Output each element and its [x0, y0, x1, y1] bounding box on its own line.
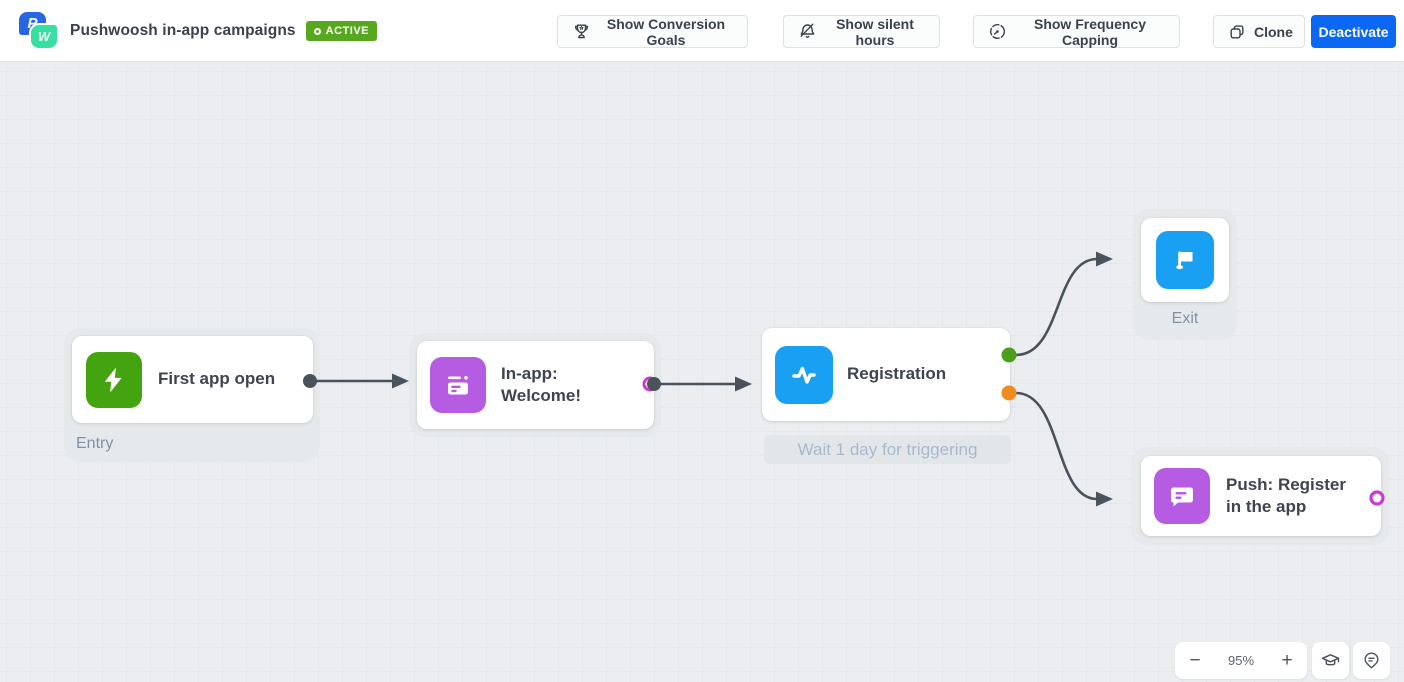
status-badge: ACTIVE — [305, 21, 377, 41]
connector-registration-to-push — [1015, 391, 1098, 501]
status-dot-icon — [313, 27, 321, 35]
exit-node-caption: Exit — [1171, 310, 1199, 327]
lightning-icon — [86, 351, 142, 408]
registration-wait-note: Wait 1 day for triggering — [764, 435, 1011, 464]
logo-bubble-w: W — [31, 25, 57, 48]
pushwoosh-logo-icon: P W — [18, 10, 60, 52]
feedback-button[interactable] — [1353, 642, 1390, 679]
chat-icon — [1154, 468, 1210, 524]
inapp-node-title: In-app: Welcome! — [501, 363, 581, 405]
show-silent-hours-label: Show silent hours — [836, 15, 914, 48]
arrowhead-icon — [735, 376, 752, 392]
status-badge-label: ACTIVE — [325, 25, 369, 37]
exit-node-card[interactable] — [1141, 218, 1229, 302]
entry-node[interactable]: First app open Entry — [64, 328, 320, 462]
flag-icon — [1156, 231, 1214, 289]
clone-icon — [1230, 24, 1244, 39]
show-conversion-goals-label: Show Conversion Goals — [606, 15, 726, 48]
graduation-cap-icon — [1321, 654, 1340, 666]
journey-canvas[interactable]: First app open Entry In-app: Welcome! — [0, 62, 1404, 682]
exit-node[interactable]: Exit — [1133, 209, 1237, 340]
inapp-message-icon — [430, 357, 486, 413]
arrowhead-icon — [392, 373, 409, 389]
tutorial-button[interactable] — [1312, 642, 1349, 679]
push-node-card[interactable]: Push: Register in the app — [1141, 456, 1381, 536]
brand: P W Pushwoosh in-app campaigns ACTIVE — [18, 10, 377, 52]
zoom-in-button[interactable]: + — [1273, 647, 1301, 675]
zoom-level: 95% — [1227, 653, 1255, 668]
show-conversion-goals-button[interactable]: Show Conversion Goals — [557, 15, 748, 48]
deactivate-label: Deactivate — [1318, 23, 1389, 40]
inapp-node[interactable]: In-app: Welcome! — [409, 333, 661, 437]
pulse-icon — [775, 345, 833, 404]
zoom-controls: − 95% + — [1175, 642, 1307, 679]
connector-registration-to-exit — [1015, 257, 1098, 357]
show-frequency-capping-button[interactable]: Show Frequency Capping — [973, 15, 1180, 48]
feedback-pin-icon — [1364, 652, 1379, 669]
arrowhead-icon — [1096, 491, 1113, 507]
gauge-icon — [989, 23, 1006, 40]
arrowhead-icon — [1096, 251, 1113, 267]
bell-slash-icon — [800, 23, 815, 38]
top-bar: P W Pushwoosh in-app campaigns ACTIVE Sh… — [0, 0, 1404, 62]
registration-node-card[interactable]: Registration — [762, 328, 1010, 421]
page-title: Pushwoosh in-app campaigns — [70, 22, 296, 39]
clone-label: Clone — [1254, 23, 1293, 40]
inapp-node-card[interactable]: In-app: Welcome! — [417, 341, 654, 429]
show-frequency-capping-label: Show Frequency Capping — [1033, 15, 1147, 48]
show-silent-hours-button[interactable]: Show silent hours — [783, 15, 940, 48]
zoom-out-button[interactable]: − — [1181, 647, 1209, 675]
clone-button[interactable]: Clone — [1213, 15, 1305, 48]
trophy-icon — [574, 24, 589, 39]
push-node-title: Push: Register in the app — [1226, 474, 1346, 516]
entry-node-card[interactable]: First app open — [72, 336, 313, 423]
entry-node-caption: Entry — [76, 435, 114, 452]
registration-node-title: Registration — [847, 364, 947, 384]
deactivate-button[interactable]: Deactivate — [1311, 15, 1396, 48]
push-node[interactable]: Push: Register in the app — [1131, 447, 1389, 545]
entry-node-title: First app open — [158, 369, 276, 389]
